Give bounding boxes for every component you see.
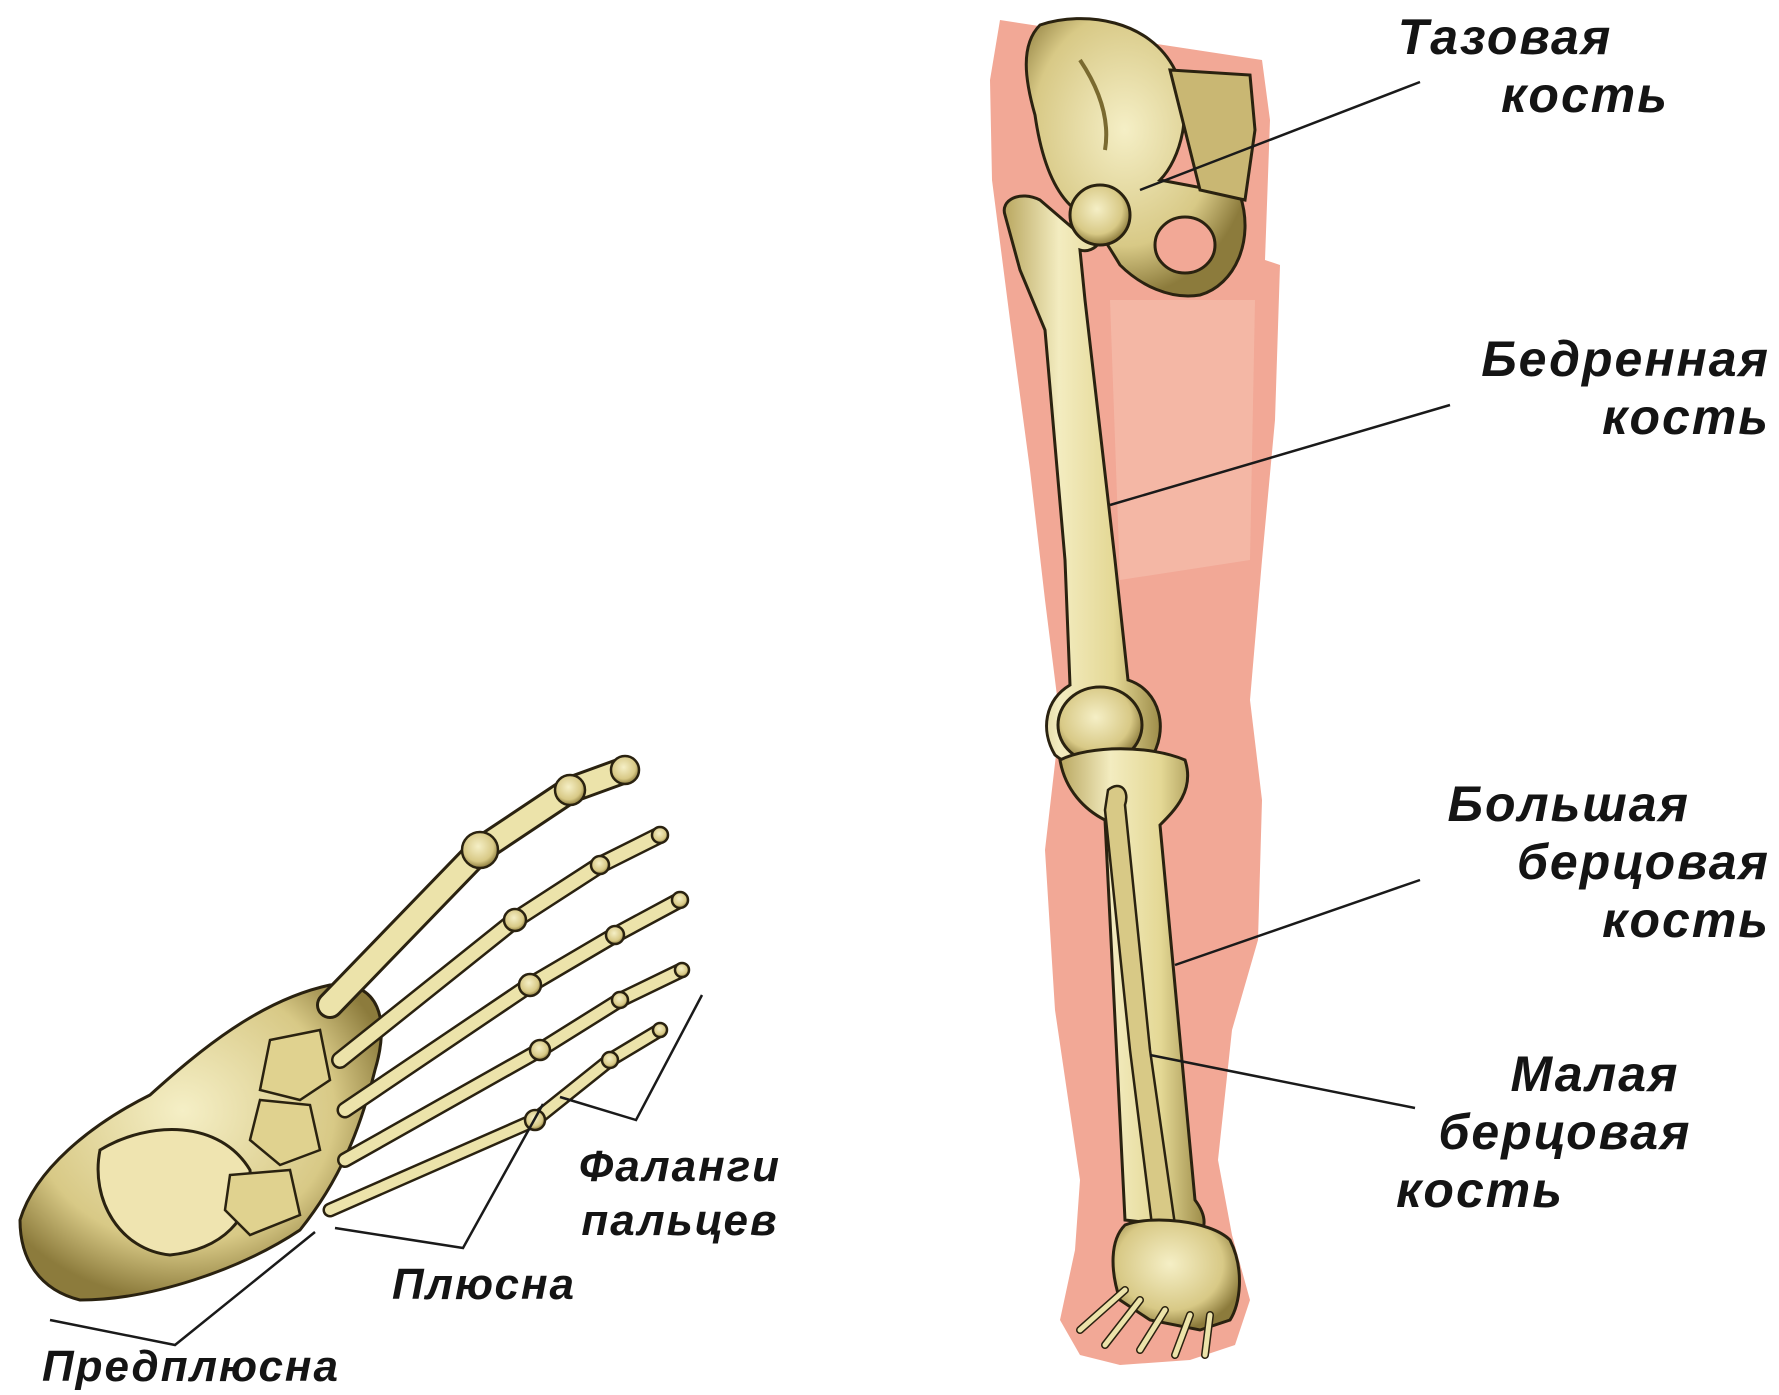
fibula-label: Малая берцовая кость [1385, 1045, 1745, 1219]
phalanges-bracket [560, 995, 702, 1120]
pelvis-label-line2: кость [1475, 66, 1695, 124]
tibia-label-line2: берцовая [1360, 833, 1770, 891]
femur-label-line1: Бедренная [1380, 330, 1770, 388]
metatarsus-label: Плюсна [392, 1258, 576, 1312]
fibula-label-line1: Малая [1445, 1045, 1745, 1103]
fibula-label-line3: кость [1215, 1161, 1745, 1219]
tibia-label-line3: кость [1360, 891, 1770, 949]
femur-label-line2: кость [1380, 388, 1770, 446]
tibia-label-line1: Большая [1360, 775, 1690, 833]
phalanges-label: Фаланги пальцев [560, 1140, 800, 1248]
pelvis-label-line1: Тазовая [1315, 8, 1695, 66]
tibia-label: Большая берцовая кость [1360, 775, 1770, 949]
pelvis-label: Тазовая кость [1395, 8, 1695, 124]
tarsus-label: Предплюсна [42, 1340, 340, 1394]
femur-label: Бедренная кость [1380, 330, 1770, 446]
phalanges-label-line1: Фаланги [560, 1140, 800, 1194]
phalanges-label-line2: пальцев [560, 1194, 800, 1248]
fibula-label-line2: берцовая [1385, 1103, 1745, 1161]
